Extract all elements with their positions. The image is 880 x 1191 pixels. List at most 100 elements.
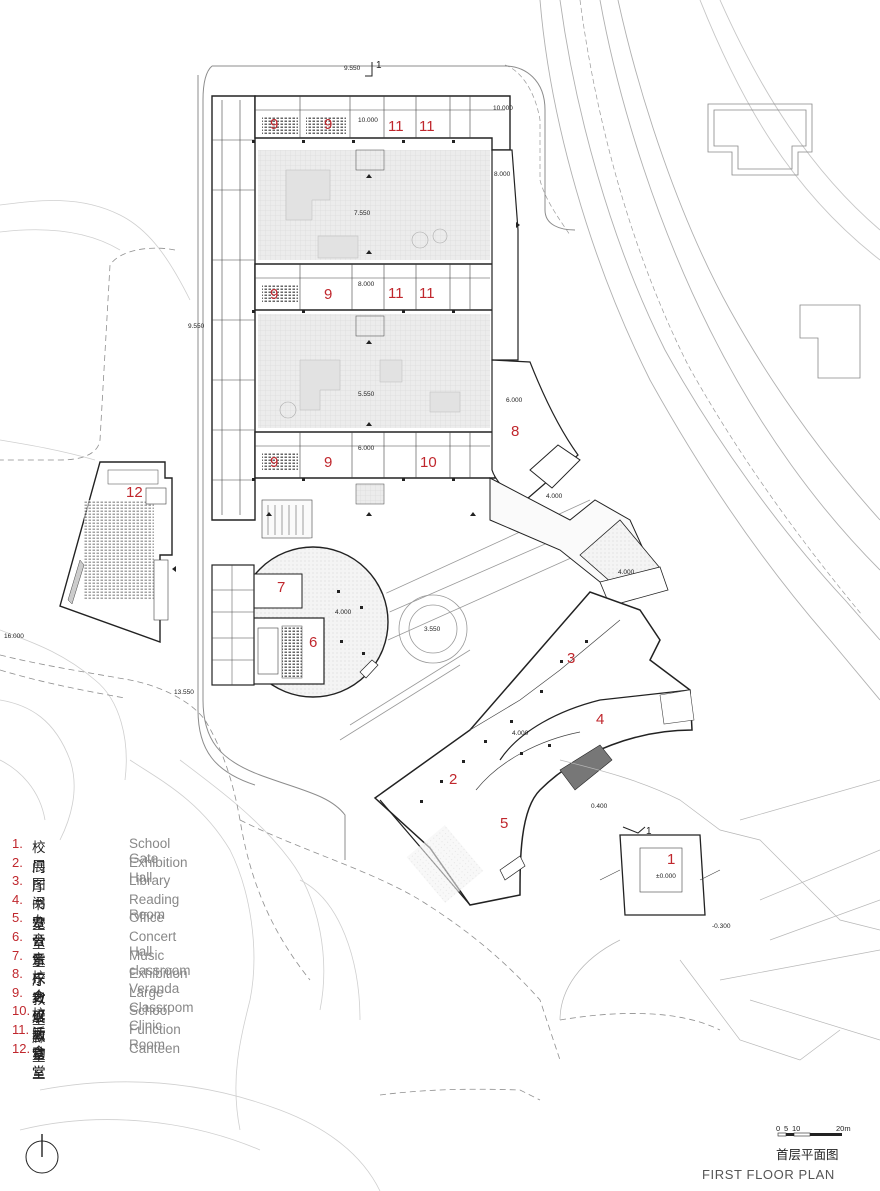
legend-name-en: School Clinic [129,1003,171,1034]
north-arrow-icon [25,1134,59,1174]
legend-number: 4. [12,891,23,907]
road-dashed-centerline [504,0,863,616]
adjacent-buildings [707,103,861,379]
legend-name-cn: 食堂 [32,1044,46,1081]
elevation-label: 10.000 [358,117,378,124]
room-numbers: 1 2 3 4 5 6 7 8 9 9 9 9 9 9 10 11 11 11 … [126,116,675,868]
elevation-label: 5.550 [358,391,375,398]
legend-number: 2. [12,854,23,870]
room-number-11: 11 [388,118,404,135]
room-number-11: 11 [388,285,404,302]
scale-label: 5 [784,1124,789,1133]
room-number-9: 9 [324,454,332,471]
legend-name-cn: 校史展廊 [32,970,46,1047]
legend-name-cn: 办公室 [32,914,46,971]
scale-label: 0 [776,1124,781,1133]
elevation-label: 9.550 [344,65,361,72]
south-site [559,759,880,1061]
legend-name-en: Reading Room [129,891,180,922]
legend-number: 10. [12,1003,31,1019]
room-number-3: 3 [567,650,575,667]
room-number-9: 9 [324,116,332,133]
room-number-6: 6 [309,634,317,651]
room-number-9: 9 [324,286,332,303]
elevation-label: 13.550 [174,689,194,696]
room-number-11: 11 [419,118,435,135]
canteen-building [59,461,173,643]
room-number-1: 1 [667,851,675,868]
elevation-label: 8.000 [358,281,375,288]
legend-name-cn: 图书室 [32,877,46,934]
site-paths-dashed [0,247,721,1101]
legend-name-en: Concert Hall [129,928,177,959]
legend-name-en: Large Classroom [129,984,194,1015]
legend-number: 7. [12,947,23,963]
elevation-label: -0.300 [712,923,731,930]
legend-name-en: Office [129,910,165,926]
room-number-5: 5 [500,815,508,832]
room-number-2: 2 [449,771,457,788]
legend-number: 3. [12,873,23,889]
concert-hall [211,538,390,706]
scale-bar-labels: 0 5 10 20m [776,1124,856,1146]
elevation-label: 7.550 [354,210,371,217]
legend-name-cn: 校门 [32,840,46,876]
legend-name-en: Canteen [129,1040,181,1056]
legend-name-en: Function Room [129,1021,181,1052]
room-number-4: 4 [596,711,604,728]
school-gate [599,834,721,916]
elevation-label: 4.000 [546,493,563,500]
room-number-9: 9 [270,286,278,303]
legend-name-en: Exhibition Hall [129,854,188,885]
room-number-11: 11 [419,285,435,302]
room-number-9: 9 [270,454,278,471]
elevation-label: 9.550 [188,323,205,330]
legend-number: 8. [12,966,23,982]
legend-name-cn: 展厅 [32,858,46,895]
legend-name-en: Library [129,873,171,889]
legend-name-en: Music classroom [129,947,191,978]
elevation-label: 0.400 [591,803,608,810]
legend-name-en: Exhibition Veranda [129,966,188,997]
elevation-label: 16.000 [4,633,24,640]
section-marker-gate: 1 [622,826,652,837]
legend-number: 6. [12,928,23,944]
room-number-8: 8 [511,423,519,440]
elevation-label: 4.000 [512,730,529,737]
legend-number: 1. [12,836,23,851]
legend-name-cn: 阅览室 [32,895,46,952]
scale-label: 10 [792,1124,801,1133]
elevation-labels: 9.550 10.000 10.000 8.000 7.550 8.000 9.… [4,65,731,930]
room-number-7: 7 [277,579,285,596]
room-number-12: 12 [126,484,143,501]
room-number-10: 10 [420,454,437,471]
elevation-label: ±0.000 [656,873,676,880]
campus-boundary [197,65,576,860]
roundabout [339,499,601,741]
elevation-label: 8.000 [494,171,511,178]
main-teaching-block [172,95,579,704]
legend-number: 12. [12,1040,31,1056]
legend-name-cn: 活动室 [32,1025,46,1082]
elevation-label: 6.000 [358,445,375,452]
exhibition-veranda [489,444,669,607]
section-marker-label: 1 [376,60,382,71]
site-contours [0,200,381,1191]
drawing-title-cn: 首层平面图 [776,1147,839,1162]
legend-number: 5. [12,910,23,926]
elevation-label: 3.550 [424,626,441,633]
legend-name-cn: 音乐厅 [32,932,46,989]
elevation-label: 10.000 [493,105,513,112]
legend-name-en: School Gate [129,836,171,866]
library-block [373,591,695,906]
scale-label: 20m [836,1124,851,1133]
legend-name-cn: 音乐教室 [32,951,46,1028]
elevation-label: 4.000 [618,569,635,576]
legend-name-cn: 校医室 [32,1007,46,1064]
roads [539,0,880,701]
legend-number: 11. [12,1021,30,1037]
elevation-label: 4.000 [335,609,352,616]
drawing-title-en: FIRST FLOOR PLAN [702,1167,835,1182]
legend-name-cn: 合班教室 [32,988,46,1065]
